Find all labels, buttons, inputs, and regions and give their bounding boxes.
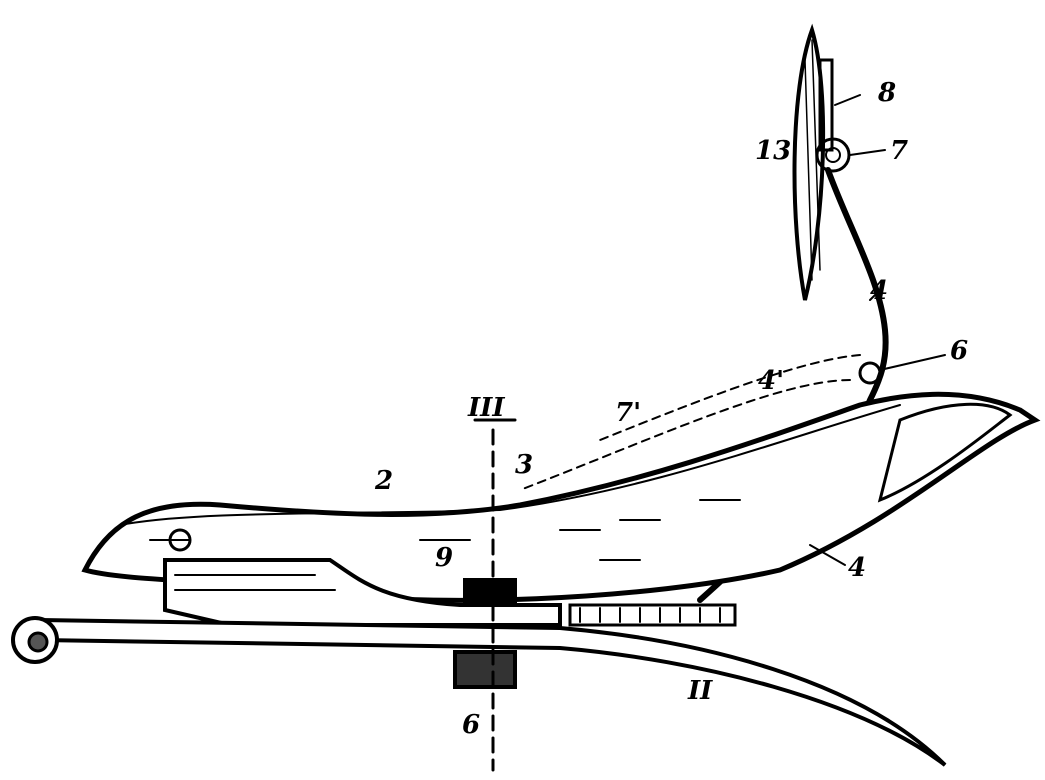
- label-section-iii: III: [468, 393, 505, 423]
- label-back-spring: 4: [870, 276, 889, 306]
- base-block: [163, 558, 562, 627]
- leaf-spring: [38, 618, 947, 767]
- alt-position: [519, 354, 861, 491]
- lower-nut: [453, 650, 517, 689]
- clamp-nut: [463, 578, 517, 607]
- adjust-bolt: [568, 603, 737, 627]
- label-pivot-lower: 6: [950, 336, 969, 366]
- pivot-lower: [858, 361, 882, 385]
- label-section-ii: II: [688, 676, 713, 706]
- label-clamp: 9: [435, 543, 454, 573]
- label-alt-spring: 4': [758, 366, 785, 396]
- hatching: [149, 499, 741, 561]
- handle-plate: [818, 58, 834, 152]
- label-back-plate: 13: [755, 136, 792, 166]
- label-lower-spring: 4: [848, 553, 867, 583]
- label-pivot-top: 7: [890, 136, 909, 166]
- label-handle-plate: 8: [878, 78, 897, 108]
- label-saddle-shell: 3: [515, 450, 534, 480]
- label-saddle-cover: 2: [375, 466, 394, 496]
- label-nut: 6: [462, 710, 481, 740]
- label-alt-pivot: 7': [615, 398, 642, 428]
- leader-lines: [809, 94, 946, 566]
